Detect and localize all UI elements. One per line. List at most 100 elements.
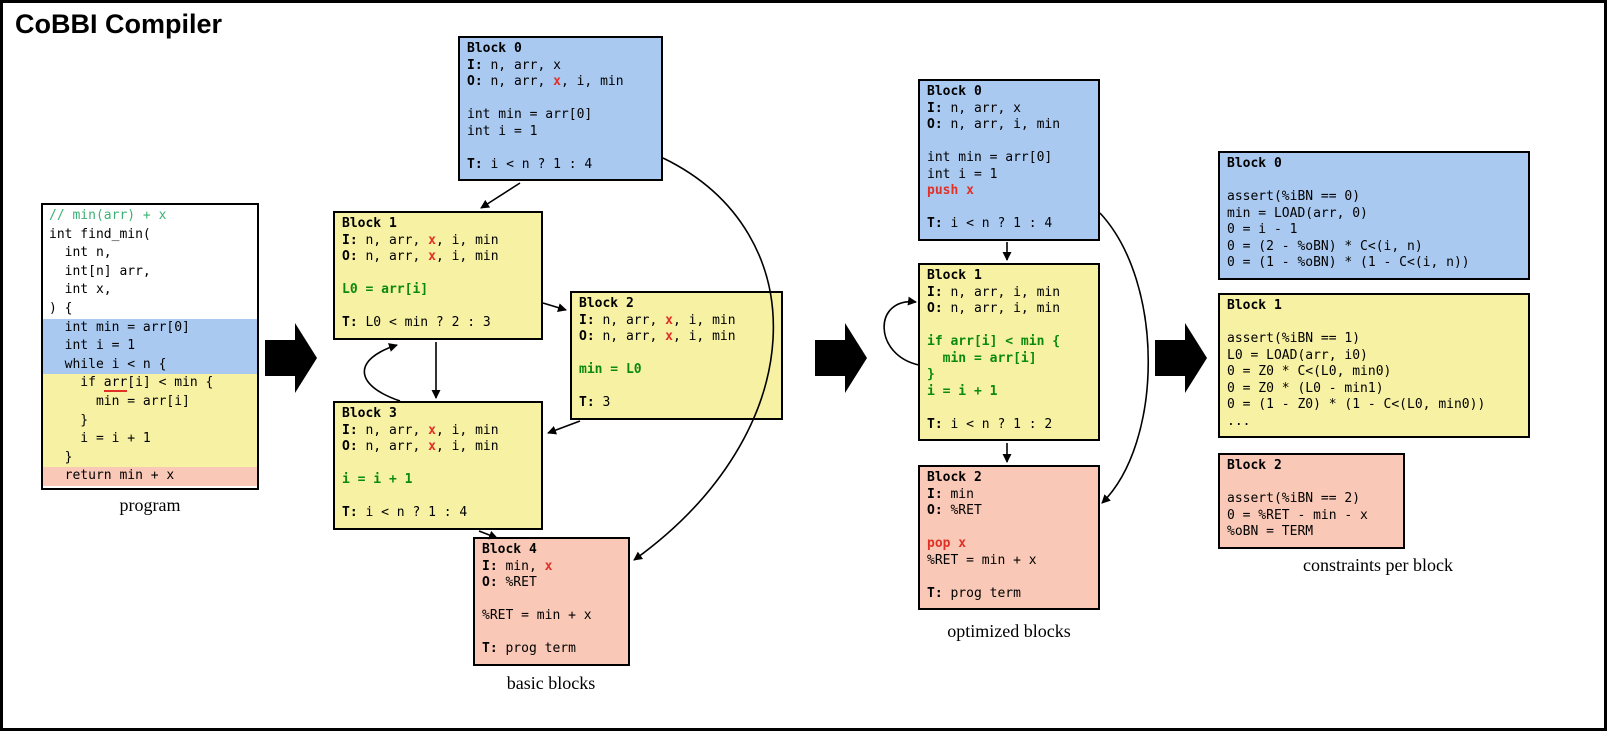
block-title: Block 1 — [342, 216, 397, 231]
block-title: Block 1 — [1227, 298, 1282, 313]
code-line — [342, 299, 534, 316]
code-line: O: n, arr, i, min — [927, 117, 1061, 132]
code-line: min = arr[i] — [927, 350, 1037, 366]
block-title: Block 3 — [342, 406, 397, 421]
code-line — [1227, 475, 1396, 492]
edge-b2-b3 — [547, 420, 581, 435]
edge-o0-o2 — [1099, 212, 1149, 504]
code-line: O: n, arr, x, i, min — [467, 74, 624, 89]
code-line: int i = 1 — [927, 166, 998, 182]
block-title: Block 4 — [482, 542, 537, 557]
code-line — [342, 456, 534, 473]
code-line: } — [43, 411, 257, 431]
code-line: return min + x — [43, 467, 257, 486]
code-line: I: min — [927, 486, 974, 502]
stage-arrow-icon — [1155, 323, 1207, 393]
code-line: ... — [1227, 413, 1251, 429]
code-line: O: n, arr, i, min — [927, 301, 1061, 316]
code-line: L0 = arr[i] — [342, 282, 429, 297]
caption-constraints: constraints per block — [1303, 555, 1453, 575]
code-line: O: %RET — [927, 503, 982, 518]
code-line: 0 = (1 - %oBN) * (1 - C<(i, n)) — [1227, 255, 1470, 270]
code-line: T: i < n ? 1 : 4 — [927, 216, 1053, 231]
code-line: L0 = LOAD(arr, i0) — [1227, 347, 1368, 363]
code-line: T: 3 — [579, 395, 611, 410]
code-line: int x, — [49, 282, 112, 298]
code-line: min = L0 — [579, 362, 642, 377]
code-line: T: i < n ? 1 : 4 — [467, 156, 593, 172]
constraints-block-0: Block 0 assert(%iBN == 0)min = LOAD(arr,… — [1218, 151, 1530, 280]
caption-optimized-blocks: optimized blocks — [947, 621, 1071, 641]
code-line: O: n, arr, x, i, min — [342, 439, 499, 454]
edge-b0-b1 — [480, 182, 521, 209]
code-line: 0 = (1 - Z0) * (1 - C<(L0, min0)) — [1227, 397, 1486, 412]
code-line: T: L0 < min ? 2 : 3 — [342, 315, 491, 330]
block-title: Block 1 — [927, 268, 982, 283]
page-title: CoBBI Compiler — [15, 9, 223, 39]
code-line: if arr[i] < min { — [43, 374, 257, 393]
code-line: int min = arr[0] — [43, 318, 257, 338]
code-line: if arr[i] < min { — [927, 334, 1061, 349]
edge-b3-b1 — [363, 343, 401, 402]
block-code: assert(%iBN == 1)L0 = LOAD(arr, i0)0 = Z… — [1227, 315, 1521, 431]
code-line: ) { — [49, 300, 73, 316]
code-line — [482, 592, 621, 609]
code-line: i = i + 1 — [927, 383, 998, 399]
code-line: int min = arr[0] — [467, 107, 593, 122]
code-line: O: %RET — [482, 575, 537, 590]
code-line: } — [927, 367, 935, 382]
code-line: I: n, arr, x, i, min — [579, 312, 736, 328]
code-line: I: n, arr, x, i, min — [342, 232, 499, 248]
stage-arrow-icon — [815, 323, 867, 393]
block-title: Block 2 — [927, 470, 982, 485]
code-line: int i = 1 — [467, 123, 538, 139]
code-line: T: i < n ? 1 : 4 — [342, 505, 468, 520]
code-line — [1227, 315, 1521, 332]
block-title: Block 0 — [467, 41, 522, 56]
code-line — [927, 400, 1091, 417]
code-line — [579, 346, 774, 363]
code-line — [927, 318, 1091, 335]
code-line: I: n, arr, x — [927, 100, 1021, 116]
stage-arrow-icon — [265, 323, 317, 393]
code-line: I: n, arr, x — [467, 57, 561, 73]
code-line — [467, 91, 654, 108]
code-line: I: min, x — [482, 558, 553, 574]
block-code: assert(%iBN == 2)0 = %RET - min - x%oBN … — [1227, 475, 1396, 541]
block-code: assert(%iBN == 0)min = LOAD(arr, 0)0 = i… — [1227, 173, 1521, 272]
code-line: int i = 1 — [43, 337, 257, 356]
code-line: // min(arr) + x — [49, 208, 167, 223]
code-line: 0 = Z0 * C<(L0, min0) — [1227, 364, 1392, 379]
code-line: while i < n { — [43, 355, 257, 375]
code-line — [927, 520, 1091, 537]
code-line — [927, 200, 1091, 217]
edge-o1-o1-loop — [883, 296, 920, 366]
code-line — [342, 489, 534, 506]
code-line: %RET = min + x — [927, 552, 1037, 568]
code-line: assert(%iBN == 1) — [1227, 331, 1361, 346]
code-line: %RET = min + x — [482, 608, 592, 623]
code-line: 0 = i - 1 — [1227, 222, 1298, 237]
block-title: Block 0 — [1227, 156, 1282, 171]
code-line — [342, 266, 534, 283]
code-line: I: n, arr, i, min — [927, 284, 1061, 300]
code-line: 0 = (2 - %oBN) * C<(i, n) — [1227, 238, 1423, 254]
code-line: I: n, arr, x, i, min — [342, 422, 499, 438]
